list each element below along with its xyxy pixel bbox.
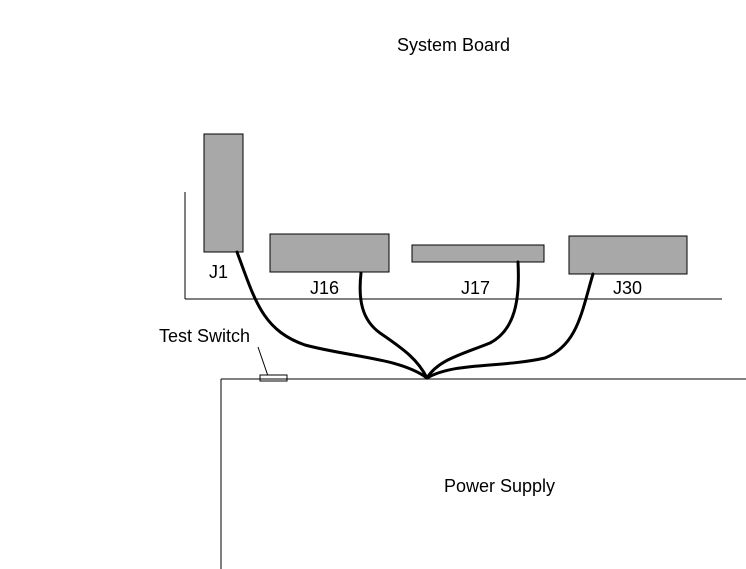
cable-j1 <box>235 250 429 380</box>
connector-j30 <box>568 235 688 275</box>
test-switch-leader <box>257 346 269 377</box>
connector-j30-label: J30 <box>613 278 642 298</box>
connector-j16-label: J16 <box>310 278 339 298</box>
connector-j1-label: J1 <box>209 262 228 282</box>
connector-j17-label: J17 <box>461 278 490 298</box>
system-board-label: System Board <box>397 35 510 55</box>
cable-j17 <box>425 260 520 380</box>
test-switch <box>259 374 288 382</box>
cable-j16 <box>358 271 429 380</box>
connector-j1 <box>203 133 244 253</box>
connector-j16 <box>269 233 390 273</box>
test-switch-label: Test Switch <box>159 326 250 346</box>
cable-j30 <box>425 272 595 380</box>
connector-j17 <box>411 244 545 263</box>
power-supply-label: Power Supply <box>444 476 555 496</box>
